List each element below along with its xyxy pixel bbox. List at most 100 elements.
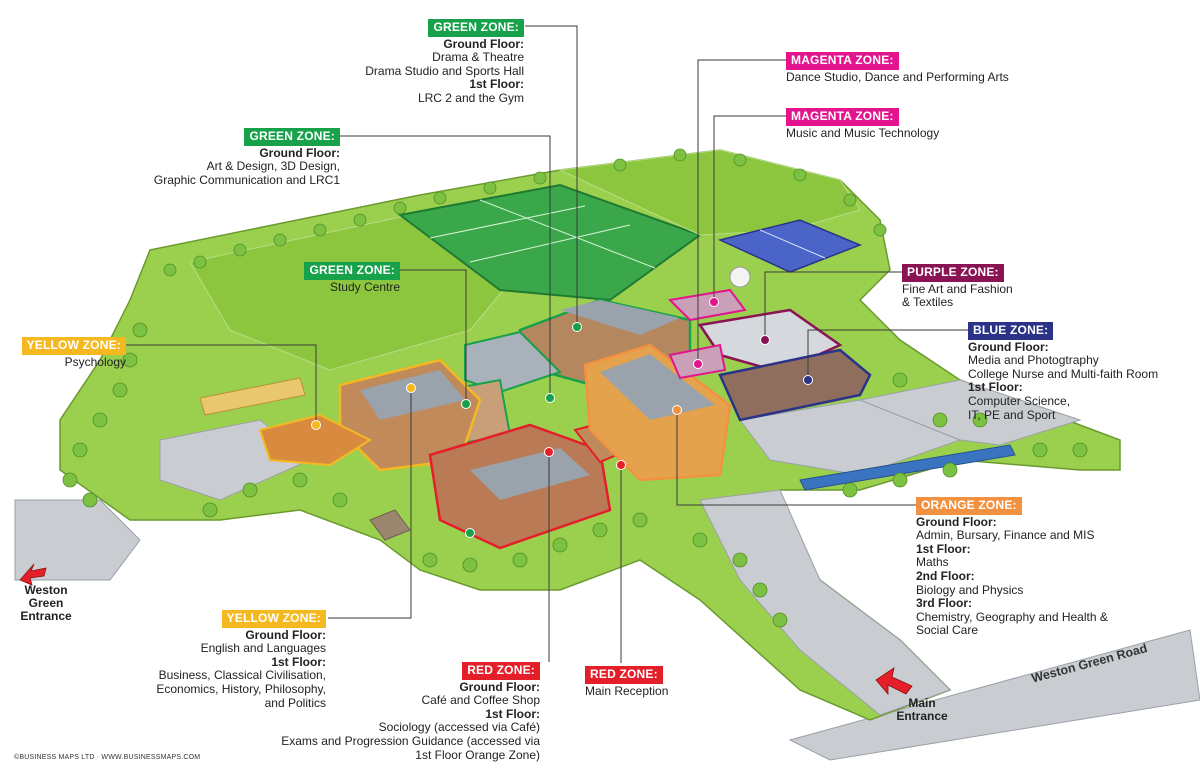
observatory-dome <box>729 266 751 288</box>
zone-tag: GREEN ZONE: <box>244 128 340 146</box>
car-park-far-east <box>858 379 1082 446</box>
zone-tag: RED ZONE: <box>462 662 540 680</box>
marker-red-reception <box>616 460 626 470</box>
building-yellow-psychology <box>258 413 373 467</box>
label-line: Graphic Communication and LRC1 <box>153 172 340 187</box>
label-yellow-zone-english: YELLOW ZONE: Ground Floor: English and L… <box>130 610 326 710</box>
label-line: Main Reception <box>585 683 669 698</box>
leader-lines <box>126 25 968 663</box>
label-line: Social Care <box>916 623 979 638</box>
solar-canopy <box>799 444 1016 491</box>
label-line: LRC 2 and the Gym <box>417 90 524 105</box>
label-green-zone-drama: GREEN ZONE: Ground Floor: Drama & Theatr… <box>340 19 524 106</box>
marker-blue <box>803 375 813 385</box>
label-line: Psychology <box>64 354 126 369</box>
label-line: Computer Science, <box>968 393 1071 408</box>
label-purple-zone: PURPLE ZONE: Fine Art and Fashion & Text… <box>902 264 1052 310</box>
small-hut <box>369 509 411 541</box>
zone-tag: ORANGE ZONE: <box>916 497 1022 515</box>
label-blue-zone: BLUE ZONE: Ground Floor: Media and Photo… <box>968 322 1193 422</box>
label-line: Ground Floor: <box>916 514 997 529</box>
label-line: Study Centre <box>329 279 400 294</box>
marker-green-drama <box>572 322 582 332</box>
tennis-courts <box>717 219 863 273</box>
main-entrance-arrow <box>875 667 913 696</box>
label-line: Fine Art and Fashion <box>902 281 1013 296</box>
zone-tag: GREEN ZONE: <box>304 262 400 280</box>
entrance-line: Main <box>908 696 936 710</box>
label-line: Art & Design, 3D Design, <box>206 159 340 174</box>
label-line: Biology and Physics <box>916 582 1024 597</box>
label-line: Ground Floor: <box>259 145 340 160</box>
label-line: Dance Studio, Dance and Performing Arts <box>786 69 1009 84</box>
label-line: 1st Floor: <box>968 380 1023 395</box>
label-orange-zone: ORANGE ZONE: Ground Floor: Admin, Bursar… <box>916 497 1146 638</box>
entrance-drive <box>699 489 951 716</box>
label-line: 1st Floor: <box>916 541 971 556</box>
entrance-line: Weston <box>24 583 68 597</box>
trees <box>62 148 1088 628</box>
building-blue <box>718 348 872 422</box>
main-entrance-label: Main Entrance <box>890 697 954 723</box>
marker-yellow-psych <box>311 420 321 430</box>
label-line: Maths <box>916 555 949 570</box>
zone-tag: BLUE ZONE: <box>968 322 1054 340</box>
weston-green-entrance-arrow <box>19 563 47 586</box>
label-line: IT, PE and Sport <box>968 407 1056 422</box>
label-line: Ground Floor: <box>245 627 326 642</box>
label-red-zone-cafe: RED ZONE: Ground Floor: Café and Coffee … <box>270 662 540 762</box>
zone-tag: YELLOW ZONE: <box>21 337 126 355</box>
marker-green-study <box>461 399 471 409</box>
label-line: Ground Floor: <box>459 679 540 694</box>
label-line: and Politics <box>264 695 326 710</box>
building-green-art <box>464 330 562 394</box>
label-line: Business, Classical Civilisation, <box>158 668 326 683</box>
zone-tag: GREEN ZONE: <box>428 19 524 37</box>
marker-red-cafe <box>544 447 554 457</box>
label-line: 1st Floor: <box>469 77 524 92</box>
zone-tag: MAGENTA ZONE: <box>786 108 899 126</box>
portable-classroom <box>199 377 306 416</box>
zone-tag: MAGENTA ZONE: <box>786 52 899 70</box>
label-magenta-zone-dance: MAGENTA ZONE: Dance Studio, Dance and Pe… <box>786 52 1046 84</box>
label-yellow-zone-psychology: YELLOW ZONE: Psychology <box>20 337 126 369</box>
label-line: Ground Floor: <box>443 36 524 51</box>
label-line: & Textiles <box>902 295 954 310</box>
label-line: Music and Music Technology <box>786 125 940 140</box>
label-line: College Nurse and Multi-faith Room <box>968 366 1159 381</box>
zone-tag: RED ZONE: <box>585 666 663 684</box>
entrance-line: Entrance <box>896 709 948 723</box>
label-line: Ground Floor: <box>968 339 1049 354</box>
label-line: Drama & Theatre <box>432 50 524 65</box>
label-line: Sociology (accessed via Café) <box>378 720 540 735</box>
label-magenta-zone-music: MAGENTA ZONE: Music and Music Technology <box>786 108 986 140</box>
label-line: English and Languages <box>200 641 326 656</box>
map-credit: ©BUSINESS MAPS LTD · WWW.BUSINESSMAPS.CO… <box>14 754 201 761</box>
label-line: 1st Floor: <box>271 654 326 669</box>
entrance-line: Entrance <box>20 609 72 623</box>
label-line: Media and Photogtraphy <box>968 353 1099 368</box>
marker-green-art <box>545 393 555 403</box>
marker-orange <box>672 405 682 415</box>
building-magenta-dance <box>667 288 747 322</box>
label-green-zone-study: GREEN ZONE: Study Centre <box>290 262 400 294</box>
entrance-line: Green <box>28 596 64 610</box>
weston-green-entrance-label: Weston Green Entrance <box>10 584 82 623</box>
label-line: 1st Floor Orange Zone) <box>415 747 540 762</box>
marker-magenta-music <box>693 359 703 369</box>
label-line: Economics, History, Philosophy, <box>156 681 326 696</box>
label-line: 1st Floor: <box>485 706 540 721</box>
label-line: Drama Studio and Sports Hall <box>365 63 524 78</box>
label-red-zone-reception: RED ZONE: Main Reception <box>585 666 705 698</box>
marker-green-small <box>465 528 475 538</box>
label-line: Exams and Progression Guidance (accessed… <box>281 733 540 748</box>
label-line: Admin, Bursary, Finance and MIS <box>916 528 1095 543</box>
label-line: Café and Coffee Shop <box>421 693 540 708</box>
weston-green-road <box>788 629 1200 761</box>
label-line: Chemistry, Geography and Health & <box>916 609 1108 624</box>
marker-yellow-english <box>406 383 416 393</box>
upper-field <box>558 149 861 236</box>
label-line: 3rd Floor: <box>916 596 972 611</box>
zone-tag: YELLOW ZONE: <box>221 610 326 628</box>
